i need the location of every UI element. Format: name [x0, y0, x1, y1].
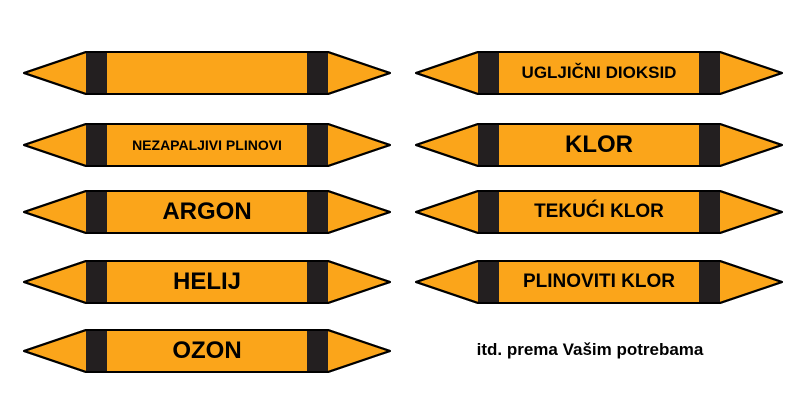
marker-outline — [23, 123, 391, 167]
pipe-marker-shape — [415, 190, 783, 234]
pipe-marker-blank — [22, 50, 392, 96]
marker-band-left — [86, 261, 107, 303]
pipe-marker-label — [107, 50, 307, 96]
pipe-marker-argon: ARGON — [22, 189, 392, 235]
pipe-marker-shape — [23, 51, 391, 95]
marker-outline — [415, 123, 783, 167]
pipe-marker-label: UGLJIČNI DIOKSID — [521, 63, 677, 82]
marker-band-right — [699, 261, 720, 303]
pipe-marker-label: KLOR — [565, 131, 633, 158]
pipe-marker-label: OZON — [172, 337, 242, 364]
marker-outline — [23, 260, 391, 304]
marker-band-right — [307, 124, 328, 166]
pipe-marker-shape — [415, 51, 783, 95]
pipe-marker-helij: HELIJ — [22, 259, 392, 305]
marker-outline — [415, 260, 783, 304]
pipe-marker-label: NEZAPALJIVI PLINOVI — [132, 137, 282, 153]
pipe-marker-nezapaljivi-plinovi: NEZAPALJIVI PLINOVI — [22, 122, 392, 168]
marker-band-left — [478, 191, 499, 233]
marker-band-left — [86, 330, 107, 372]
pipe-marker-shape — [23, 190, 391, 234]
marker-outline — [415, 51, 783, 95]
pipe-marker-ugljicni-dioksid: UGLJIČNI DIOKSID — [414, 50, 784, 96]
marker-outline — [415, 190, 783, 234]
marker-band-left — [478, 261, 499, 303]
pipe-marker-label: HELIJ — [172, 268, 241, 295]
marker-band-right — [699, 124, 720, 166]
pipe-marker-shape — [23, 329, 391, 373]
pipe-marker-tekuci-klor: TEKUĆI KLOR — [414, 189, 784, 235]
marker-band-left — [86, 191, 107, 233]
pipe-marker-klor: KLOR — [414, 122, 784, 168]
marker-band-left — [478, 52, 499, 94]
pipe-marker-label: ARGON — [162, 198, 252, 225]
marker-band-right — [307, 330, 328, 372]
marker-band-left — [86, 52, 107, 94]
footnote-text: itd. prema Vašim potrebama — [476, 340, 704, 359]
marker-outline — [23, 329, 391, 373]
pipe-marker-label: PLINOVITI KLOR — [523, 271, 675, 292]
marker-band-left — [86, 124, 107, 166]
marker-band-right — [307, 261, 328, 303]
marker-band-right — [307, 52, 328, 94]
pipe-marker-label: TEKUĆI KLOR — [534, 201, 664, 222]
pipe-marker-shape — [415, 123, 783, 167]
pipe-marker-shape — [415, 260, 783, 304]
pipe-marker-shape — [23, 260, 391, 304]
marker-band-right — [699, 52, 720, 94]
marker-band-right — [307, 191, 328, 233]
marker-band-right — [699, 191, 720, 233]
pipe-marker-plinoviti-klor: PLINOVITI KLOR — [414, 259, 784, 305]
marker-outline — [23, 51, 391, 95]
pipe-marker-shape — [23, 123, 391, 167]
pipe-marker-ozon: OZON — [22, 328, 392, 374]
marker-band-left — [478, 124, 499, 166]
marker-outline — [23, 190, 391, 234]
